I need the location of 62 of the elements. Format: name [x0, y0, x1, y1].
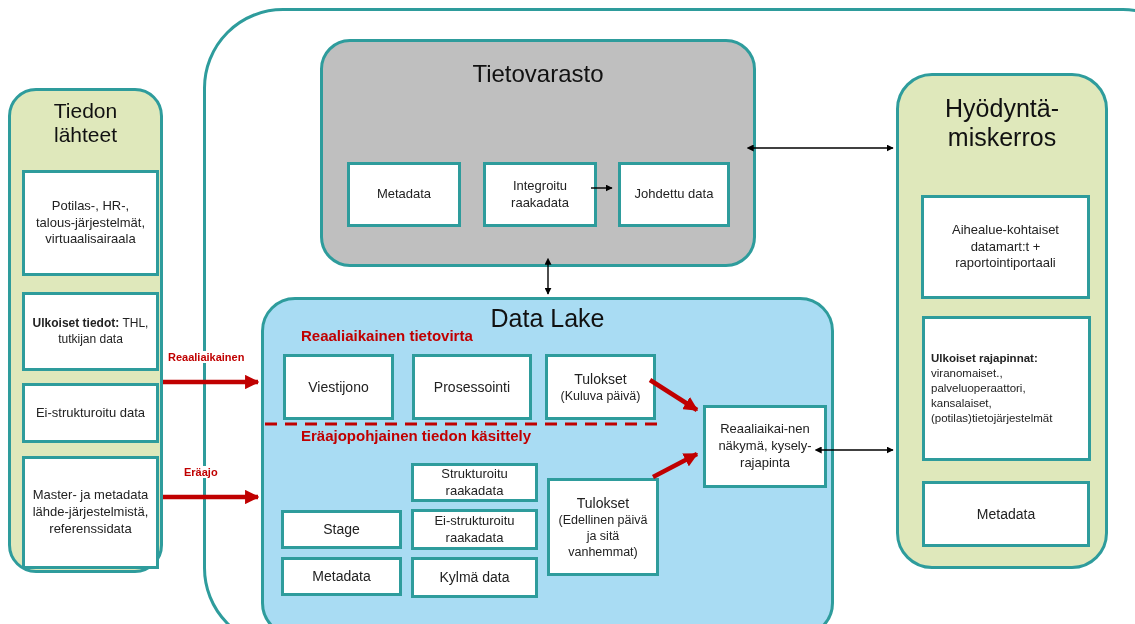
box-text: Integroitu raakadata: [510, 177, 570, 212]
box-text: Tulokset: [574, 369, 627, 388]
group-panel: [320, 39, 756, 267]
process-box: [281, 557, 402, 596]
box-text: Aihealue-kohtaiset datamart:t + raportointiportaali: [951, 221, 1060, 273]
arrow: [814, 446, 894, 454]
arrow: [163, 489, 260, 505]
process-box: [22, 383, 159, 443]
box-text: Metadata: [376, 186, 432, 203]
box-text: Johdettu data: [634, 186, 714, 203]
process-box: [922, 481, 1090, 547]
process-box: [547, 478, 659, 576]
process-box: [618, 162, 730, 227]
panel-title: Data Lake: [489, 304, 606, 333]
process-box: [347, 162, 461, 227]
arrow: [746, 144, 894, 152]
process-box: [22, 170, 159, 276]
section-label: Reaaliaikainen tietovirta: [301, 327, 473, 344]
process-box: [483, 162, 597, 227]
edge-label: Reaaliaikainen: [166, 351, 247, 363]
box-text: Ei-strukturoitu raakadata: [433, 512, 516, 547]
box-text: Ulkoiset rajapinnat: viranomaiset., palveluoperaattori, kansalaiset, (potilas)tietojärjestelmät: [931, 351, 1054, 426]
panel-title: Tiedon lähteet: [52, 99, 119, 148]
process-box: [281, 510, 402, 549]
box-text: (Kuluva päivä): [560, 387, 641, 405]
box-text: (Edellinen päivä ja sitä vanhemmat): [557, 511, 649, 561]
box-text: Ulkoiset tiedot: THL, tutkijan data: [31, 315, 150, 348]
process-box: [22, 456, 159, 569]
box-text: Viestijono: [308, 377, 369, 397]
box-text: Strukturoitu raakadata: [440, 465, 509, 500]
process-box: [922, 316, 1091, 461]
process-box: [545, 354, 656, 420]
process-box: [703, 405, 827, 488]
panel-title: Hyödyntä-miskerros: [944, 94, 1060, 152]
box-text: Ei-strukturoitu data: [35, 404, 146, 422]
box-text: Stage: [323, 520, 360, 539]
arrow: [651, 452, 699, 479]
group-panel: [896, 73, 1108, 569]
arrow: [648, 378, 699, 412]
edge-label: Eräajo: [182, 466, 220, 478]
box-text: Kylmä data: [439, 568, 510, 587]
process-box: [22, 292, 159, 371]
box-text: Tulokset: [576, 493, 630, 512]
box-text: Metadata: [312, 567, 371, 586]
process-box: [283, 354, 394, 420]
arrow: [544, 257, 552, 295]
process-box: [412, 354, 532, 420]
box-text: Prosessointi: [433, 377, 511, 397]
box-text: Reaaliaikai-nen näkymä, kysely-rajapinta: [717, 421, 813, 472]
box-text: Potilas-, HR-, talous-järjestelmät, virtuaalisairaala: [34, 197, 147, 249]
process-box: [411, 463, 538, 502]
arrow: [590, 184, 613, 192]
process-box: [921, 195, 1090, 299]
arrow: [163, 374, 260, 390]
group-panel: [8, 88, 163, 573]
box-text: Master- ja metadata lähde-järjestelmistä, referenssidata: [31, 487, 150, 538]
group-panel: [261, 297, 834, 624]
process-box: [411, 509, 538, 550]
panel-title: Tietovarasto: [471, 60, 605, 88]
process-box: [411, 557, 538, 598]
section-label: Eräajopohjainen tiedon käsittely: [301, 427, 532, 444]
box-text: Metadata: [976, 504, 1036, 524]
